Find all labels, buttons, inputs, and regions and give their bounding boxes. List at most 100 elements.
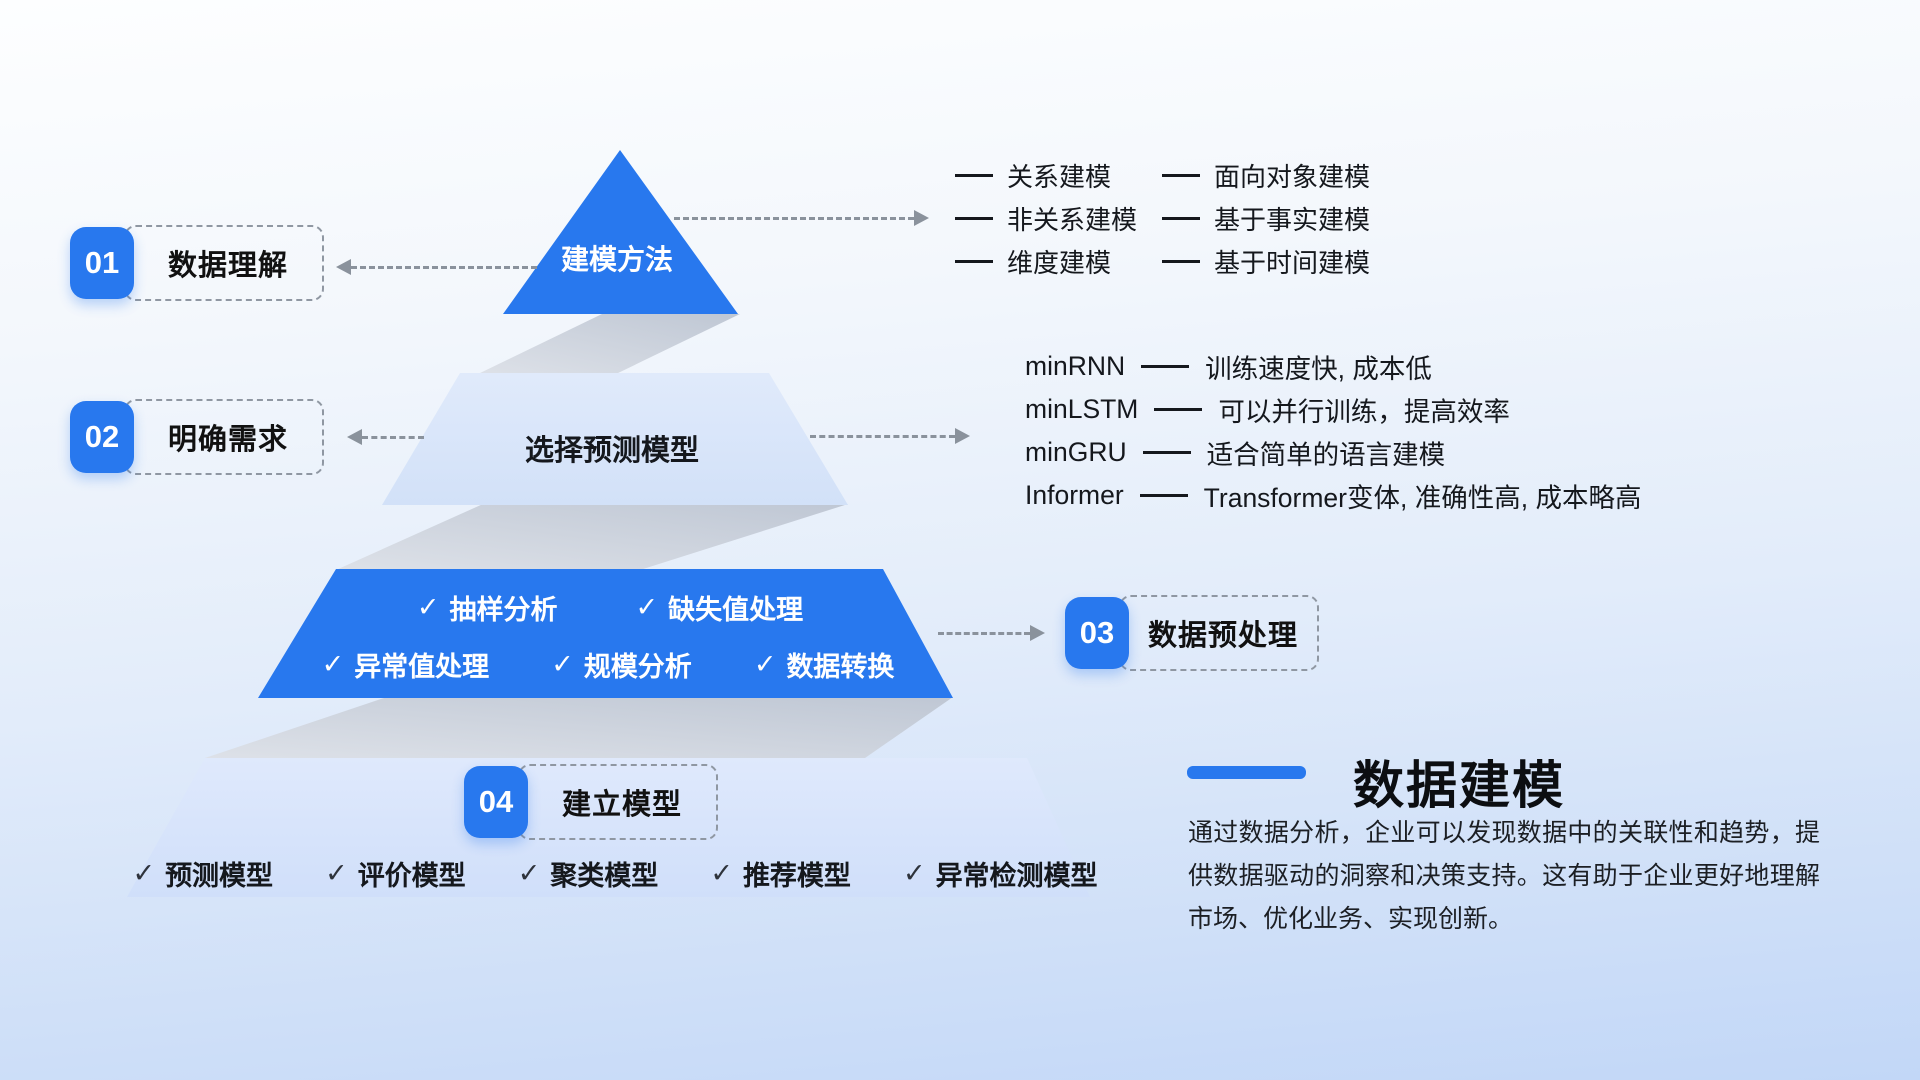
arrow-level1-to-step01 — [336, 259, 537, 275]
dash-line — [1154, 408, 1203, 411]
level4-check-label: 聚类模型 — [550, 861, 659, 891]
check-icon: ✓ — [551, 649, 574, 679]
prediction-model-item: minRNN 训练速度快, 成本低 — [1025, 345, 1641, 388]
step-02-badge: 02 — [70, 401, 134, 473]
level3-check-item: ✓ 数据转换 — [754, 645, 895, 684]
check-icon: ✓ — [517, 858, 541, 888]
modeling-methods-col2: 面向对象建模基于事实建模基于时间建模 — [1162, 154, 1370, 283]
level4-check-label: 评价模型 — [357, 861, 466, 891]
modeling-methods-col1: 关系建模非关系建模维度建模 — [955, 154, 1137, 283]
check-icon: ✓ — [416, 592, 440, 622]
summary-accent-bar — [1187, 766, 1306, 779]
prediction-model-desc: 适合简单的语言建模 — [1206, 440, 1446, 470]
prediction-model-item: minLSTM 可以并行训练，提高效率 — [1025, 388, 1641, 431]
level4-check-item: ✓ 聚类模型 — [518, 854, 659, 893]
modeling-method-label: 维度建模 — [1007, 248, 1112, 278]
dash-line — [955, 217, 993, 220]
level3-check-label: 抽样分析 — [449, 595, 558, 625]
level3-check-row-1: ✓ 抽样分析 ✓ 缺失值处理 — [300, 588, 920, 627]
summary-title: 数据建模 — [1353, 757, 1566, 814]
dash-line — [1162, 174, 1200, 177]
dash-line — [1139, 494, 1188, 497]
level3-check-row-2: ✓ 异常值处理 ✓ 规模分析 ✓ 数据转换 — [238, 645, 978, 684]
level3-check-item: ✓ 规模分析 — [551, 645, 692, 684]
dash-line — [1141, 365, 1190, 368]
pyramid-level1 — [503, 150, 738, 314]
level4-check-item: ✓ 预测模型 — [132, 854, 273, 893]
dash-line — [1162, 260, 1200, 263]
check-icon: ✓ — [710, 858, 733, 888]
dash-line — [1142, 451, 1191, 454]
modeling-method-item: 基于时间建模 — [1162, 240, 1370, 283]
arrow-level2-to-models — [810, 428, 970, 444]
dash-line — [955, 174, 993, 177]
level4-check-label: 异常检测模型 — [935, 861, 1098, 891]
level4-check-label: 预测模型 — [165, 861, 274, 891]
modeling-method-item: 面向对象建模 — [1162, 154, 1370, 197]
level3-check-item: ✓ 缺失值处理 — [636, 588, 804, 627]
check-icon: ✓ — [635, 592, 659, 622]
modeling-method-item: 关系建模 — [955, 154, 1137, 197]
pyramid-level3 — [258, 569, 953, 698]
check-icon: ✓ — [753, 649, 777, 679]
prediction-model-desc: 可以并行训练，提高效率 — [1218, 397, 1510, 427]
check-icon: ✓ — [321, 649, 345, 679]
arrow-level2-to-step02 — [347, 429, 424, 445]
level2-title: 选择预测模型 — [524, 435, 699, 467]
step-04: 04 建立模型 — [464, 762, 718, 842]
dash-line — [955, 260, 993, 263]
prediction-model-name: minRNN — [1025, 351, 1126, 381]
level4-check-row: ✓ 预测模型 ✓ 评价模型 ✓ 聚类模型 ✓ 推荐模型 ✓ 异常检测模型 — [0, 854, 1230, 893]
dash-line — [1162, 217, 1200, 220]
arrowhead-right-icon — [1030, 625, 1045, 641]
prediction-model-name: Informer — [1025, 480, 1124, 510]
step-01-badge: 01 — [70, 227, 134, 299]
step-01: 01 数据理解 — [70, 223, 324, 303]
level3-check-label: 异常值处理 — [354, 652, 490, 682]
arrowhead-right-icon — [914, 210, 929, 226]
level4-check-label: 推荐模型 — [742, 861, 851, 891]
arrow-level3-to-step03 — [938, 625, 1045, 641]
level3-check-label: 缺失值处理 — [668, 595, 804, 625]
prediction-model-desc: Transformer变体, 准确性高, 成本略高 — [1203, 483, 1642, 513]
modeling-method-label: 非关系建模 — [1007, 205, 1138, 235]
arrowhead-left-icon — [336, 259, 351, 275]
modeling-method-item: 维度建模 — [955, 240, 1137, 283]
arrowhead-left-icon — [347, 429, 362, 445]
shadow-level3 — [205, 697, 953, 758]
modeling-method-item: 基于事实建模 — [1162, 197, 1370, 240]
step-03: 03 数据预处理 — [1065, 593, 1319, 673]
modeling-method-label: 基于事实建模 — [1214, 205, 1371, 235]
level4-check-item: ✓ 推荐模型 — [710, 854, 851, 893]
step-02-label: 明确需求 — [124, 399, 324, 475]
level4-check-item: ✓ 异常检测模型 — [903, 854, 1098, 893]
arrowhead-right-icon — [955, 428, 970, 444]
step-04-label: 建立模型 — [518, 764, 718, 840]
shadow-level1 — [478, 314, 740, 374]
check-icon: ✓ — [325, 858, 348, 888]
modeling-method-label: 面向对象建模 — [1214, 162, 1371, 192]
arrow-level1-to-methods — [674, 210, 929, 226]
level3-check-label: 规模分析 — [583, 652, 692, 682]
check-icon: ✓ — [902, 858, 926, 888]
level3-check-label: 数据转换 — [786, 652, 895, 682]
prediction-model-item: minGRU 适合简单的语言建模 — [1025, 431, 1641, 474]
pyramid-level2 — [382, 373, 848, 505]
summary-body: 通过数据分析，企业可以发现数据中的关联性和趋势，提供数据驱动的洞察和决策支持。这… — [1188, 819, 1820, 933]
modeling-method-label: 关系建模 — [1007, 162, 1112, 192]
pyramid-level4 — [127, 758, 1090, 897]
level3-check-item: ✓ 异常值处理 — [322, 645, 490, 684]
modeling-method-label: 基于时间建模 — [1214, 248, 1371, 278]
prediction-model-name: minGRU — [1025, 437, 1127, 467]
level1-title: 建模方法 — [560, 244, 673, 275]
level3-check-item: ✓ 抽样分析 — [417, 588, 558, 627]
prediction-model-name: minLSTM — [1025, 394, 1139, 424]
step-04-badge: 04 — [464, 766, 528, 838]
modeling-method-item: 非关系建模 — [955, 197, 1137, 240]
prediction-model-desc: 训练速度快, 成本低 — [1205, 354, 1432, 384]
level4-check-item: ✓ 评价模型 — [325, 854, 466, 893]
shadow-level2 — [336, 504, 848, 570]
check-icon: ✓ — [132, 858, 156, 888]
